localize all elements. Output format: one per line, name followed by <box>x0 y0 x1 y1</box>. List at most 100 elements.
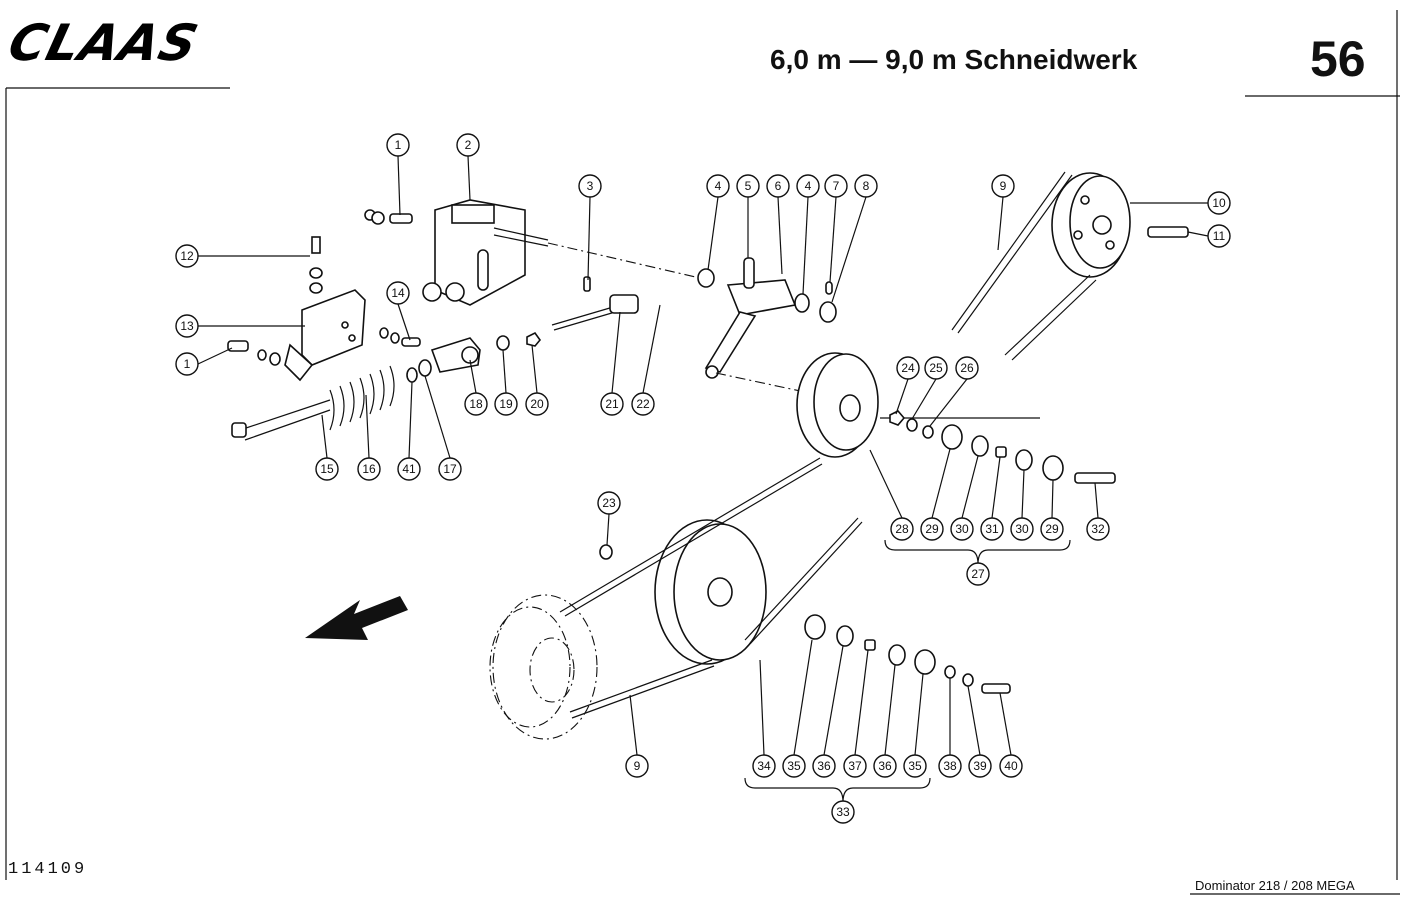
svg-text:40: 40 <box>1004 759 1018 773</box>
callout-2: 2 <box>456 133 480 157</box>
callout-22: 22 <box>631 392 655 416</box>
tension-lever-assembly <box>547 242 837 393</box>
svg-text:9: 9 <box>1000 179 1007 193</box>
callout-21: 21 <box>600 392 624 416</box>
callout-6: 6 <box>766 174 790 198</box>
svg-text:28: 28 <box>895 522 909 536</box>
page-frame <box>5 10 1400 895</box>
callout-12: 12 <box>175 244 199 268</box>
svg-text:19: 19 <box>499 397 513 411</box>
upper-pulley-and-belt <box>951 171 1189 361</box>
svg-text:12: 12 <box>180 249 194 263</box>
callout-36a: 36 <box>812 754 836 778</box>
tensioner-bracket-assembly <box>227 199 549 441</box>
callout-11: 11 <box>1207 224 1231 248</box>
callout-9b: 9 <box>625 754 649 778</box>
callout-15: 15 <box>315 457 339 481</box>
callout-40: 40 <box>999 754 1023 778</box>
direction-arrow-icon <box>305 596 408 640</box>
callout-1b: 1 <box>175 352 199 376</box>
callout-13: 13 <box>175 314 199 338</box>
bearing-parts-right <box>889 410 1116 484</box>
svg-text:29: 29 <box>925 522 939 536</box>
svg-text:35: 35 <box>787 759 801 773</box>
svg-text:33: 33 <box>836 805 850 819</box>
callout-14: 14 <box>386 281 410 305</box>
callout-16: 16 <box>357 457 381 481</box>
callout-4a: 4 <box>706 174 730 198</box>
svg-text:30: 30 <box>1015 522 1029 536</box>
svg-text:36: 36 <box>878 759 892 773</box>
svg-text:30: 30 <box>955 522 969 536</box>
callout-28: 28 <box>890 517 914 541</box>
callout-32: 32 <box>1086 517 1110 541</box>
svg-text:21: 21 <box>605 397 619 411</box>
callout-41: 41 <box>397 457 421 481</box>
svg-text:4: 4 <box>805 179 812 193</box>
lower-pulley <box>489 457 863 740</box>
svg-text:31: 31 <box>985 522 999 536</box>
callout-30a: 30 <box>950 517 974 541</box>
callout-7: 7 <box>824 174 848 198</box>
svg-text:5: 5 <box>745 179 752 193</box>
svg-text:14: 14 <box>391 286 405 300</box>
callout-27: 27 <box>966 562 990 586</box>
svg-text:16: 16 <box>362 462 376 476</box>
callout-20: 20 <box>525 392 549 416</box>
svg-text:2: 2 <box>465 138 472 152</box>
svg-text:27: 27 <box>971 567 985 581</box>
svg-text:7: 7 <box>833 179 840 193</box>
svg-text:1: 1 <box>395 138 402 152</box>
callout-30b: 30 <box>1010 517 1034 541</box>
svg-text:35: 35 <box>908 759 922 773</box>
callout-37: 37 <box>843 754 867 778</box>
svg-text:1: 1 <box>184 357 191 371</box>
middle-pulley <box>796 352 1040 458</box>
svg-text:22: 22 <box>636 397 650 411</box>
svg-text:32: 32 <box>1091 522 1105 536</box>
callout-3: 3 <box>578 174 602 198</box>
svg-text:15: 15 <box>320 462 334 476</box>
callout-1a: 1 <box>386 133 410 157</box>
leader-lines <box>197 155 1209 803</box>
callout-38: 38 <box>938 754 962 778</box>
svg-text:37: 37 <box>848 759 862 773</box>
callout-5: 5 <box>736 174 760 198</box>
svg-text:8: 8 <box>863 179 870 193</box>
bearing-parts-lower <box>804 614 1011 694</box>
callout-31: 31 <box>980 517 1004 541</box>
svg-text:17: 17 <box>443 462 457 476</box>
svg-text:9: 9 <box>634 759 641 773</box>
callout-34: 34 <box>752 754 776 778</box>
callout-8: 8 <box>854 174 878 198</box>
callout-25: 25 <box>924 356 948 380</box>
callout-10: 10 <box>1207 191 1231 215</box>
svg-text:38: 38 <box>943 759 957 773</box>
callout-29a: 29 <box>920 517 944 541</box>
svg-text:10: 10 <box>1212 196 1226 210</box>
page-number: 56 <box>1310 31 1366 87</box>
svg-text:11: 11 <box>1213 229 1226 243</box>
callout-4b: 4 <box>796 174 820 198</box>
callout-19: 19 <box>494 392 518 416</box>
svg-text:23: 23 <box>602 496 616 510</box>
callout-17: 17 <box>438 457 462 481</box>
callout-35b: 35 <box>903 754 927 778</box>
svg-text:18: 18 <box>469 397 483 411</box>
svg-text:25: 25 <box>929 361 943 375</box>
svg-text:13: 13 <box>180 319 194 333</box>
svg-text:24: 24 <box>901 361 915 375</box>
svg-text:39: 39 <box>973 759 987 773</box>
svg-text:6: 6 <box>775 179 782 193</box>
svg-text:29: 29 <box>1045 522 1059 536</box>
callout-39: 39 <box>968 754 992 778</box>
svg-text:20: 20 <box>530 397 544 411</box>
callout-26: 26 <box>955 356 979 380</box>
machine-model: Dominator 218 / 208 MEGA <box>1195 878 1355 893</box>
svg-text:34: 34 <box>757 759 771 773</box>
svg-text:36: 36 <box>817 759 831 773</box>
page-title: 6,0 m — 9,0 m Schneidwerk <box>770 44 1138 75</box>
svg-text:41: 41 <box>402 462 416 476</box>
callout-33: 33 <box>831 800 855 824</box>
